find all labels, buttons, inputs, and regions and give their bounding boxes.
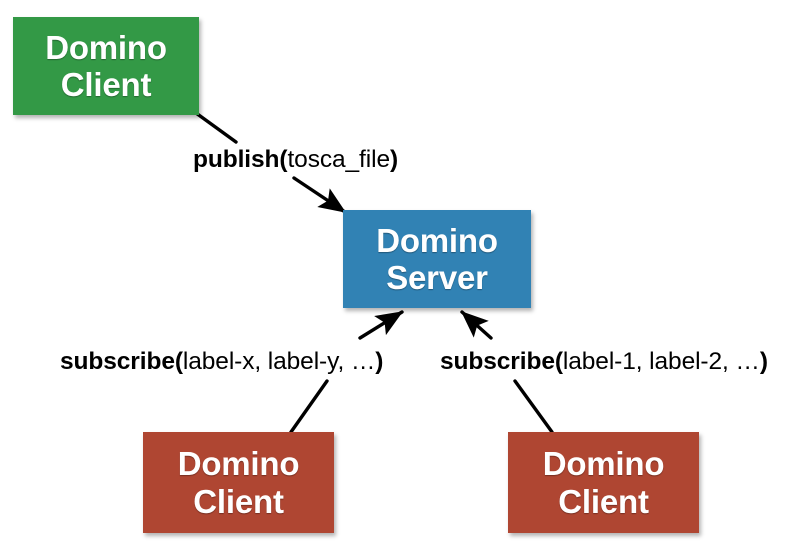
node-label-line1: Domino	[45, 28, 167, 66]
node-label-line2: Client	[60, 66, 152, 103]
domino-server-node[interactable]: Domino Server	[343, 210, 531, 308]
node-label-line1: Domino	[177, 445, 300, 483]
node-label-line2: Server	[386, 259, 488, 296]
publish-fn-name: publish(	[193, 146, 288, 173]
publish-args: tosca_file	[287, 146, 390, 173]
domino-client-left-node[interactable]: Domino Client	[143, 432, 334, 533]
node-label-line1: Domino	[376, 221, 498, 259]
domino-client-top-node[interactable]: Domino Client	[13, 17, 199, 115]
subscribe-paren: )	[759, 348, 768, 375]
subscribe-left-edge-label: subscribe(label-x, label-y, …)	[57, 346, 387, 378]
node-label-line1: Domino	[542, 445, 665, 483]
subscribe-paren: )	[375, 348, 384, 375]
subscribe-args: label-x, label-y, …	[182, 348, 376, 375]
node-label-line2: Client	[558, 482, 649, 520]
publish-edge-label: publish(tosca_file)	[190, 144, 402, 176]
subscribe-right-edge-label: subscribe(label-1, label-2, …)	[437, 346, 771, 378]
domino-client-right-node[interactable]: Domino Client	[508, 432, 699, 533]
node-label-line2: Client	[193, 482, 284, 520]
subscribe-fn-name: subscribe(	[440, 348, 563, 375]
subscribe-fn-name: subscribe(	[60, 348, 183, 375]
publish-paren: )	[389, 146, 399, 173]
subscribe-args: label-1, label-2, …	[562, 348, 760, 375]
